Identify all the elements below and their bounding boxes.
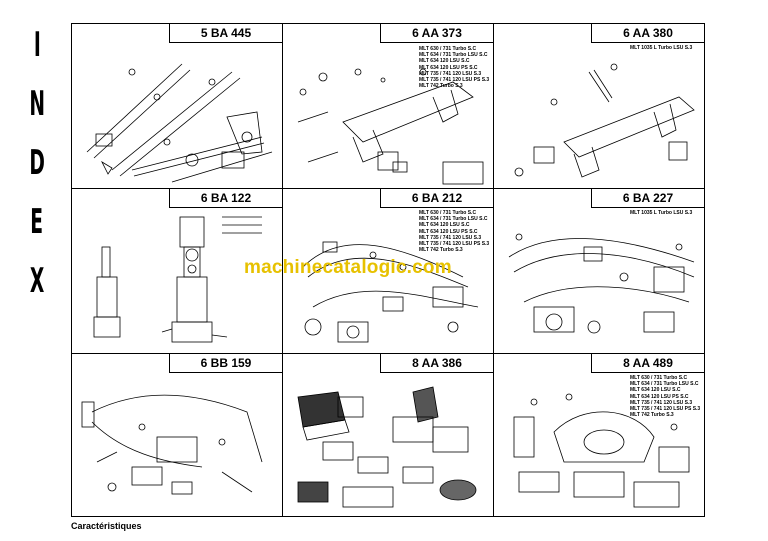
model-line: MLT 634 120 LSU S.C — [419, 222, 470, 229]
ref-label: 6 AA 373 — [380, 24, 493, 43]
ref-label: 5 BA 445 — [169, 24, 282, 43]
model-line: MLT 634 120 LSU S.C — [630, 387, 681, 394]
model-line: MLT 630 / 731 Turbo S.C — [630, 375, 688, 381]
index-cell-5ba445[interactable]: 5 BA 445 — [72, 24, 283, 189]
index-cell-6aa380[interactable]: 6 AA 380 MLT 1035 L Turbo LSU S.3 — [494, 24, 704, 189]
exploded-drawing-seat — [297, 386, 477, 508]
ref-label: 6 BA 212 — [380, 189, 493, 208]
model-line: MLT 634 / 731 Turbo LSU S.C — [419, 216, 488, 223]
model-line: MLT 634 / 731 Turbo LSU S.C — [419, 52, 488, 59]
index-letter: D — [29, 143, 45, 183]
index-cell-8aa489[interactable]: 8 AA 489 MLT 630 / 731 Turbo S.C MLT 634… — [494, 354, 704, 516]
index-letter: X — [29, 261, 45, 301]
model-line: MLT 1035 L Turbo LSU S.3 — [630, 210, 693, 216]
model-line: MLT 634 120 LSU PS S.C — [419, 64, 478, 71]
page-footer: Caractéristiques — [71, 521, 142, 531]
index-vertical-title: I N D E X — [22, 28, 52, 298]
ref-label: 8 AA 386 — [380, 354, 493, 373]
ref-label: 6 BA 227 — [591, 189, 704, 208]
model-line: MLT 735 / 741 120 LSU PS S.3 — [630, 406, 701, 413]
index-cell-6ba212[interactable]: 6 BA 212 MLT 630 / 731 Turbo S.C MLT 634… — [283, 189, 494, 354]
exploded-drawing-boom — [86, 63, 273, 183]
model-line: MLT 630 / 731 Turbo S.C — [419, 210, 477, 216]
model-line: MLT 1035 L Turbo LSU S.3 — [630, 45, 693, 51]
model-line: MLT 634 120 LSU PS S.C — [630, 393, 689, 400]
exploded-drawing-frame — [514, 63, 695, 178]
model-list: MLT 630 / 731 Turbo S.C MLT 634 / 731 Tu… — [630, 375, 700, 418]
ref-label: 8 AA 489 — [591, 354, 704, 373]
ref-label: 6 AA 380 — [591, 24, 704, 43]
exploded-drawing-cables — [81, 394, 263, 495]
model-line: MLT 634 120 LSU S.C — [419, 58, 470, 65]
exploded-drawing-cab-dashboard — [513, 393, 690, 508]
model-line: MLT 735 / 741 120 LSU S.3 — [630, 399, 693, 406]
index-letter: I — [33, 25, 41, 65]
exploded-drawing-hydraulics — [302, 241, 479, 343]
ref-label: 6 BB 159 — [169, 354, 282, 373]
exploded-drawing-joystick — [93, 216, 262, 343]
model-line: MLT 742 Turbo S.3 — [419, 247, 463, 254]
model-line: MLT 634 120 LSU PS S.C — [419, 228, 478, 235]
model-line: MLT 742 Turbo S.3 — [630, 412, 674, 419]
model-line: MLT 634 / 731 Turbo LSU S.C — [630, 381, 699, 388]
model-line: MLT 735 / 741 120 LSU PS S.3 — [419, 241, 490, 248]
watermark-text: machinecatalogic.com — [244, 257, 452, 278]
model-line: MLT 735 / 741 120 LSU S.3 — [419, 70, 482, 77]
index-cell-8aa386[interactable]: 8 AA 386 — [283, 354, 494, 516]
index-grid: 5 BA 445 6 AA 373 MLT 630 / 731 Turbo S.… — [71, 23, 705, 517]
index-cell-6aa373[interactable]: 6 AA 373 MLT 630 / 731 Turbo S.C MLT 634… — [283, 24, 494, 189]
model-line: MLT 735 / 741 120 LSU PS S.3 — [419, 77, 490, 84]
model-line: MLT 735 / 741 120 LSU S.3 — [419, 234, 482, 241]
index-letter: N — [29, 84, 45, 124]
model-list: MLT 630 / 731 Turbo S.C MLT 634 / 731 Tu… — [419, 210, 489, 253]
index-cell-6bb159[interactable]: 6 BB 159 — [72, 354, 283, 516]
index-letter: E — [30, 202, 44, 242]
model-list: MLT 1035 L Turbo LSU S.3 — [630, 210, 692, 216]
exploded-drawing-chassis — [297, 68, 484, 185]
exploded-drawing-hydraulic-circuit — [508, 233, 695, 334]
ref-label: 6 BA 122 — [169, 189, 282, 208]
index-cell-6ba227[interactable]: 6 BA 227 MLT 1035 L Turbo LSU S.3 — [494, 189, 704, 354]
index-cell-6ba122[interactable]: 6 BA 122 — [72, 189, 283, 354]
model-line: MLT 630 / 731 Turbo S.C — [419, 46, 477, 52]
model-list: MLT 1035 L Turbo LSU S.3 — [630, 45, 692, 51]
